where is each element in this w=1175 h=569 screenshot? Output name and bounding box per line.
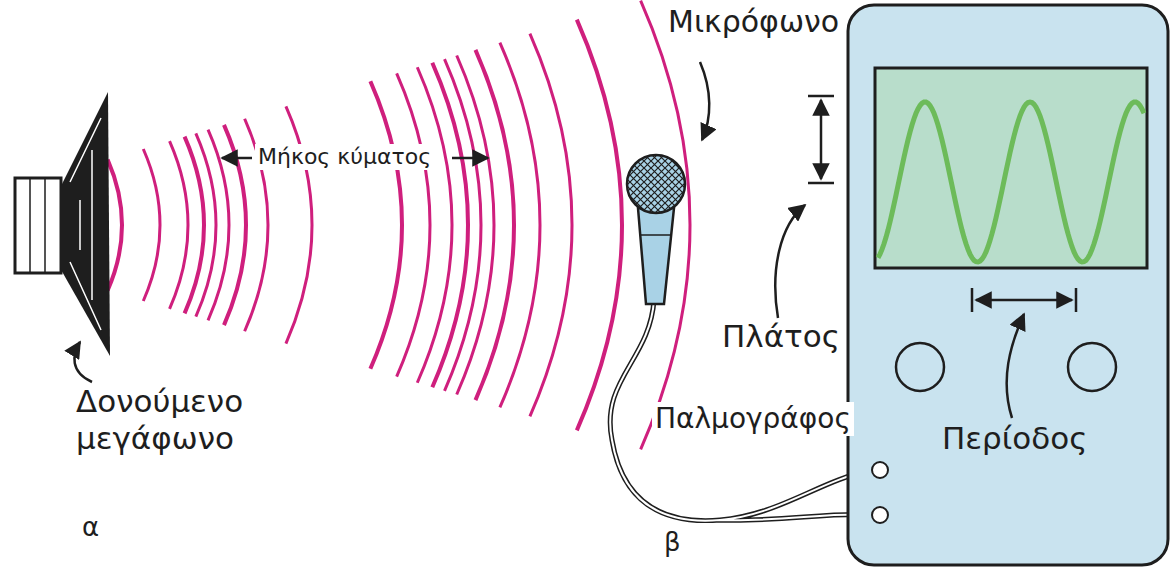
figure-letter: β [664,527,681,558]
loudspeaker [15,92,110,382]
wavelength-arrow [222,157,252,160]
part-label: Μήκος κύματος [255,144,434,170]
oscilloscope [848,5,1168,565]
period-marker [972,288,1076,418]
figure-letter: α [82,512,99,543]
microphone [610,62,872,521]
part-label: Παλμογράφος [652,402,854,436]
part-label: Μικρόφωνο [668,4,839,40]
amplitude-marker [775,96,834,318]
wave-fronts [108,1,690,450]
part-label: Περίοδος [942,420,1087,457]
part-label: Δονούμενο μεγάφωνο [76,383,276,457]
wavelength-arrow [452,157,488,160]
part-label: Πλάτος [722,318,840,355]
